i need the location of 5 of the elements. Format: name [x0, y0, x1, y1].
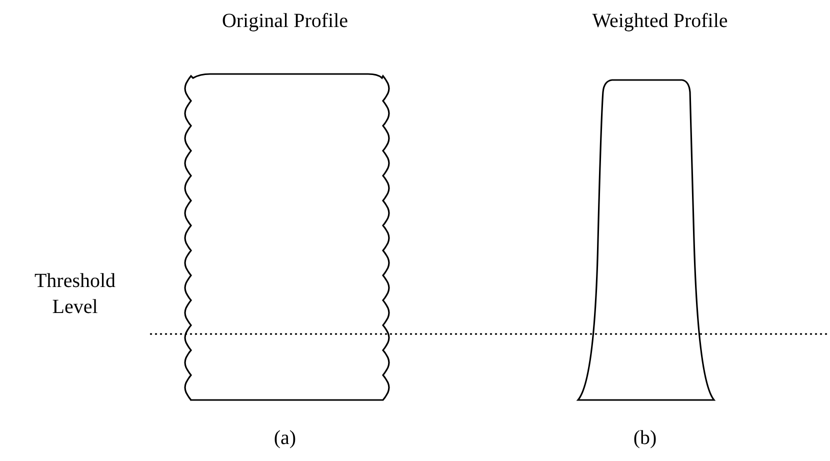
threshold-label: Threshold Level	[33, 269, 117, 320]
panel-label: (b)	[632, 426, 658, 451]
panel-title: Original Profile	[220, 9, 350, 34]
panel-label: (a)	[272, 426, 298, 451]
panel-title: Weighted Profile	[591, 9, 729, 34]
